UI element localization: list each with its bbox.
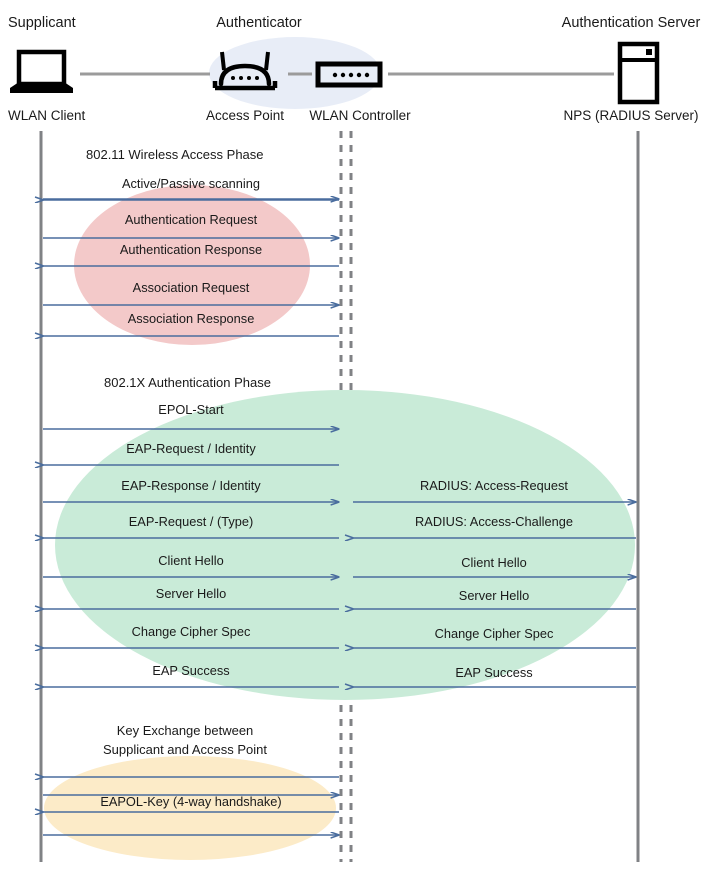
actor-device-nps-server: NPS (RADIUS Server) <box>563 108 698 123</box>
message-label: Association Request <box>133 280 250 295</box>
actor-device-access-point: Access Point <box>206 108 284 123</box>
message-label: EAP Success <box>455 665 532 680</box>
message-label: EAP-Request / (Type) <box>129 514 253 529</box>
phase-label-key-exchange-line1: Key Exchange between <box>117 723 254 738</box>
server-icon <box>617 41 660 105</box>
message-label: Authentication Response <box>120 242 262 257</box>
message-label: EAP Success <box>152 663 229 678</box>
message-label: Authentication Request <box>125 212 258 227</box>
phase-label-key-exchange-line2: Supplicant and Access Point <box>103 742 267 757</box>
phase-ellipse-key-exchange <box>44 756 336 860</box>
message-label: Change Cipher Spec <box>435 626 554 641</box>
controller-icon <box>315 61 383 88</box>
access-point-icon <box>212 51 278 91</box>
actor-role-authenticator: Authenticator <box>216 15 302 31</box>
actor-device-wlan-client: WLAN Client <box>8 108 86 123</box>
actor-device-wlan-controller: WLAN Controller <box>309 108 411 123</box>
message-label: Active/Passive scanning <box>122 176 260 191</box>
message-label: Server Hello <box>459 588 529 603</box>
laptop-icon <box>10 49 73 93</box>
actor-role-auth-server: Authentication Server <box>562 15 701 31</box>
message-label: Client Hello <box>461 555 526 570</box>
phase-label-dot1x: 802.1X Authentication Phase <box>104 375 271 390</box>
phase-label-wireless-access: 802.11 Wireless Access Phase <box>86 147 264 162</box>
message-label: EAP-Response / Identity <box>121 478 261 493</box>
message-label: Association Response <box>128 311 255 326</box>
message-label: EAPOL-Key (4-way handshake) <box>100 794 281 809</box>
phase-ellipse-dot1x <box>55 390 635 700</box>
message-label: Change Cipher Spec <box>132 624 251 639</box>
message-label: RADIUS: Access-Request <box>420 478 568 493</box>
message-label: Server Hello <box>156 586 226 601</box>
actor-role-supplicant: Supplicant <box>8 15 76 31</box>
message-label: Client Hello <box>158 553 223 568</box>
message-label: RADIUS: Access-Challenge <box>415 514 573 529</box>
message-label: EAP-Request / Identity <box>126 441 256 456</box>
message-label: EPOL-Start <box>158 402 224 417</box>
